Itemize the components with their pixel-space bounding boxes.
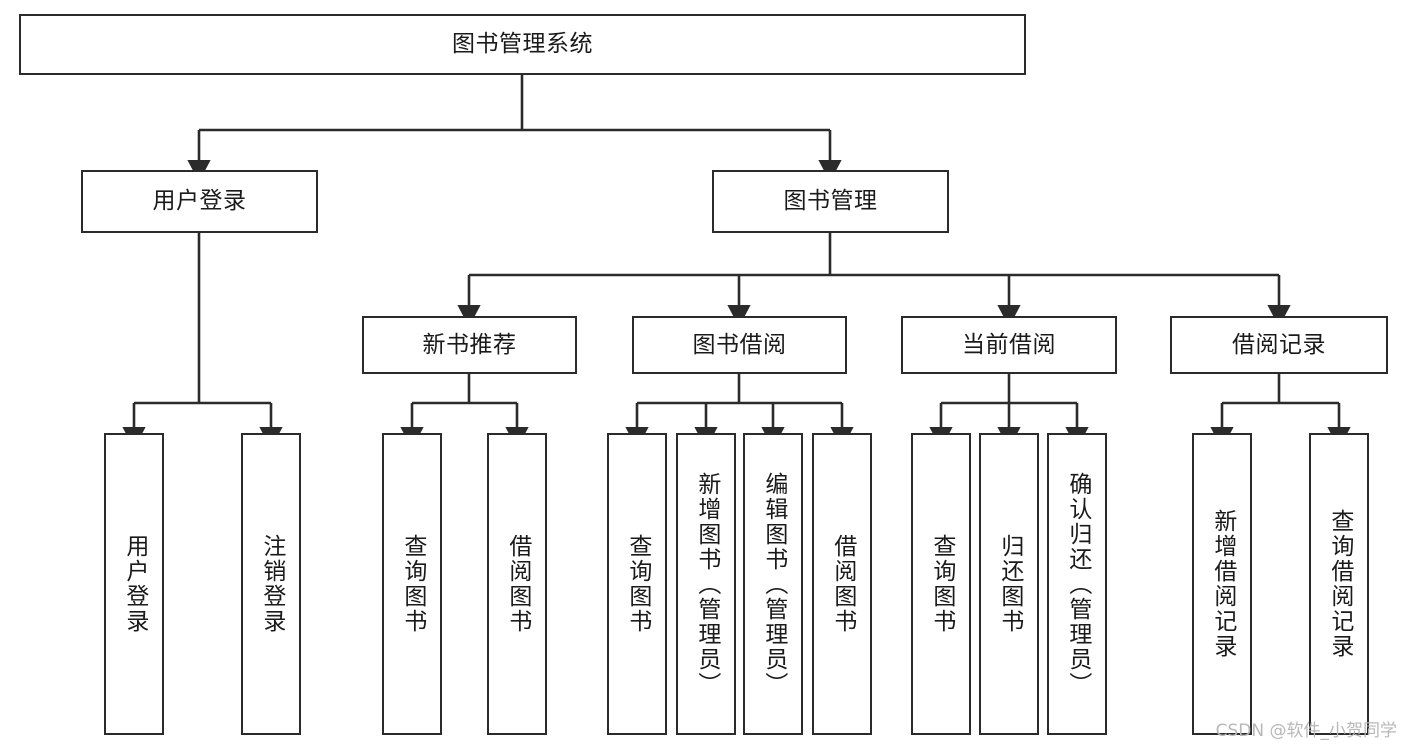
node-leaf-query-book-1-label: 查询图书 xyxy=(399,534,426,634)
node-leaf-add-record-label: 新增借阅记录 xyxy=(1209,509,1236,659)
node-leaf-add-book-label: 新增图书（管理员） xyxy=(693,471,720,697)
node-book-manage[interactable]: 图书管理 xyxy=(712,170,949,233)
node-leaf-query-book-3[interactable]: 查询图书 xyxy=(911,433,971,735)
node-leaf-confirm-return[interactable]: 确认归还（管理员） xyxy=(1047,433,1107,735)
node-leaf-user-login[interactable]: 用户登录 xyxy=(104,433,164,735)
node-leaf-add-book[interactable]: 新增图书（管理员） xyxy=(676,433,736,735)
node-new-book-rec-label: 新书推荐 xyxy=(422,331,517,358)
node-leaf-edit-book-label: 编辑图书（管理员） xyxy=(760,471,787,697)
node-leaf-query-book-2[interactable]: 查询图书 xyxy=(607,433,667,735)
node-leaf-user-logout[interactable]: 注销登录 xyxy=(241,433,301,735)
node-leaf-query-record-label: 查询借阅记录 xyxy=(1326,509,1353,659)
node-leaf-query-book-1[interactable]: 查询图书 xyxy=(382,433,442,735)
node-book-manage-label: 图书管理 xyxy=(783,188,878,215)
node-leaf-return-book[interactable]: 归还图书 xyxy=(979,433,1039,735)
node-leaf-borrow-book-1-label: 借阅图书 xyxy=(504,534,531,634)
node-leaf-user-login-label: 用户登录 xyxy=(121,534,148,634)
node-leaf-user-logout-label: 注销登录 xyxy=(258,534,285,634)
csdn-watermark: CSDN @软件_小贺同学 xyxy=(1215,721,1397,741)
node-leaf-query-book-3-label: 查询图书 xyxy=(928,534,955,634)
node-user-login[interactable]: 用户登录 xyxy=(81,170,318,233)
node-leaf-add-record[interactable]: 新增借阅记录 xyxy=(1192,433,1252,735)
node-leaf-borrow-book-2[interactable]: 借阅图书 xyxy=(812,433,872,735)
node-leaf-confirm-return-label: 确认归还（管理员） xyxy=(1064,471,1091,697)
node-current-borrow-label: 当前借阅 xyxy=(962,331,1056,358)
node-root-label: 图书管理系统 xyxy=(452,31,593,58)
node-user-login-label: 用户登录 xyxy=(152,188,247,215)
node-current-borrow[interactable]: 当前借阅 xyxy=(901,316,1117,374)
node-leaf-edit-book[interactable]: 编辑图书（管理员） xyxy=(743,433,803,735)
node-book-borrow-label: 图书借阅 xyxy=(692,331,787,358)
node-leaf-query-book-2-label: 查询图书 xyxy=(624,534,651,634)
node-book-borrow[interactable]: 图书借阅 xyxy=(632,316,847,374)
node-leaf-query-record[interactable]: 查询借阅记录 xyxy=(1309,433,1369,735)
node-leaf-borrow-book-2-label: 借阅图书 xyxy=(829,534,856,634)
node-new-book-rec[interactable]: 新书推荐 xyxy=(362,316,577,374)
node-borrow-record[interactable]: 借阅记录 xyxy=(1170,316,1388,374)
node-root[interactable]: 图书管理系统 xyxy=(19,14,1026,75)
node-borrow-record-label: 借阅记录 xyxy=(1232,331,1326,358)
node-leaf-return-book-label: 归还图书 xyxy=(996,534,1023,634)
node-leaf-borrow-book-1[interactable]: 借阅图书 xyxy=(487,433,547,735)
